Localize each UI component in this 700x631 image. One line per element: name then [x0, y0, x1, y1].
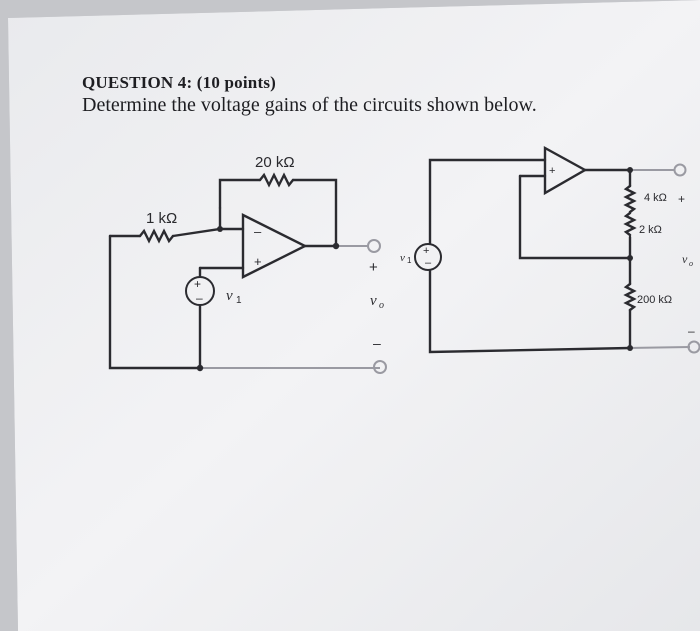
right-inner-loop	[518, 174, 632, 260]
label-v1-left: v	[226, 288, 233, 304]
right-circuit	[428, 145, 637, 354]
right-bottom-wire	[428, 269, 632, 354]
feedback-wire-right	[291, 178, 338, 245]
question-prompt: Determine the voltage gains of the circu…	[82, 94, 537, 116]
label-vo-left-sub: o	[379, 300, 384, 311]
source-plus-right: +	[423, 245, 429, 257]
label-1k: 1 kΩ	[146, 210, 177, 227]
label-vo-right: v	[682, 252, 688, 266]
label-v1-right-sub: 1	[407, 256, 412, 265]
right-ground-terminal-wire	[629, 346, 691, 349]
node-dot-out	[332, 242, 340, 250]
label-2k: 2 kΩ	[639, 224, 662, 236]
feedback-wire	[218, 178, 262, 210]
question-title: QUESTION 4: (10 points)	[82, 73, 276, 92]
opamp-plus-right: +	[549, 165, 555, 177]
resistor-200k	[623, 282, 637, 312]
label-20k: 20 kΩ	[255, 154, 295, 171]
label-4k: 4 kΩ	[644, 192, 667, 204]
right-output-terminal-top	[673, 163, 687, 177]
left-rail	[108, 234, 202, 370]
node-dot-top	[217, 226, 223, 232]
opamp-left	[241, 213, 308, 279]
opamp-plus-left: +	[254, 254, 262, 269]
opamp-minus-left: –	[254, 224, 262, 239]
resistor-2k	[623, 211, 637, 237]
label-vo-right-sub: o	[689, 259, 693, 268]
right-node-top	[627, 167, 633, 173]
source-plus-left: +	[194, 277, 201, 291]
output-plus-right: +	[678, 192, 685, 206]
output-plus-left: +	[369, 259, 378, 276]
output-minus-right: –	[688, 324, 695, 338]
voltage-source-left	[185, 276, 215, 306]
source-minus-right: –	[425, 257, 432, 269]
node-dot-bottom	[196, 364, 204, 372]
label-v1-left-sub: 1	[236, 295, 242, 306]
right-top-left-wire	[428, 158, 547, 245]
resistor-20k	[258, 172, 295, 188]
output-minus-left: –	[373, 335, 381, 351]
output-terminal-top	[367, 239, 381, 253]
resistor-1k	[138, 228, 175, 244]
label-200k: 200 kΩ	[637, 294, 672, 306]
label-vo-left: v	[370, 293, 377, 309]
label-v1-right: v	[400, 252, 405, 264]
voltage-source-right	[414, 243, 442, 271]
source-minus-left: –	[196, 291, 203, 305]
right-node-bottom	[627, 345, 633, 351]
opamp-right	[543, 145, 588, 196]
output-terminal-bottom	[373, 360, 387, 374]
right-node-mid	[627, 255, 633, 261]
resistor-4k	[623, 184, 637, 214]
